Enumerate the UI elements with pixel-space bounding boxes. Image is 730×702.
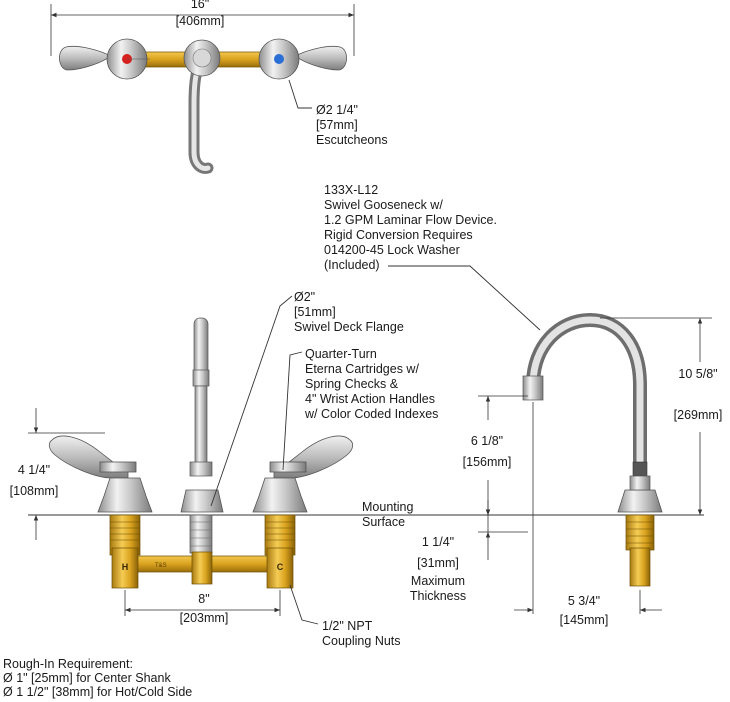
overall-height-mm: [269mm] xyxy=(674,408,723,422)
spout-height-dim: 6 1/8" xyxy=(471,434,503,448)
svg-text:H: H xyxy=(122,562,129,572)
rough-in-title: Rough-In Requirement: xyxy=(3,657,133,671)
rough-in-note: Rough-In Requirement: Ø 1" [25mm] for Ce… xyxy=(3,657,192,699)
center-shank xyxy=(189,514,213,554)
overall-width-label: 16" xyxy=(191,0,209,11)
escutcheon-dim: Ø2 1/4" xyxy=(316,103,358,117)
max-thickness-mm: [31mm] xyxy=(417,556,459,570)
spout-height-mm: [156mm] xyxy=(463,455,512,469)
cartridges-callout-1: Quarter-Turn xyxy=(305,347,377,361)
cold-bonnet xyxy=(252,477,308,513)
gooseneck-callout-2: Swivel Gooseneck w/ xyxy=(324,198,443,212)
svg-text:C: C xyxy=(277,562,284,572)
front-spout-tube xyxy=(193,317,209,379)
handle-height-dim: 4 1/4" xyxy=(18,463,50,477)
max-thickness-label-2: Thickness xyxy=(410,589,466,603)
cold-coupling-nut xyxy=(266,547,294,589)
max-thickness-dim: 1 1/4" xyxy=(422,535,454,549)
cartridges-callout-4: 4" Wrist Action Handles xyxy=(305,392,435,406)
max-thickness-label-1: Maximum xyxy=(411,574,465,588)
side-coupling xyxy=(629,547,651,587)
flange-label: Swivel Deck Flange xyxy=(294,320,404,334)
cartridges-callout-3: Spring Checks & xyxy=(305,377,399,391)
center-spacing-mm: [203mm] xyxy=(180,611,229,625)
gooseneck-callout-5: 014200-45 Lock Washer xyxy=(324,243,460,257)
reach-mm: [145mm] xyxy=(560,613,609,627)
gooseneck-callout-1: 133X-L12 xyxy=(324,183,378,197)
flange-dim: Ø2" xyxy=(294,290,315,304)
rough-in-side: Ø 1 1/2" [38mm] for Hot/Cold Side xyxy=(3,685,193,699)
hot-bonnet xyxy=(97,477,153,513)
top-cold-handle xyxy=(295,45,347,71)
gooseneck-callout-4: Rigid Conversion Requires xyxy=(324,228,473,242)
front-view: 4 1/4" [108mm] T&S H C xyxy=(10,290,704,648)
swivel-deck-flange xyxy=(180,489,224,513)
top-view: 16" [406mm] Ø2 1/4" [57mm] Escutcheons xyxy=(50,0,388,174)
gooseneck-callout-6: (Included) xyxy=(324,258,380,272)
top-hot-handle xyxy=(59,45,111,71)
side-view: 133X-L12 Swivel Gooseneck w/ 1.2 GPM Lam… xyxy=(324,183,722,627)
reach-dim: 5 3/4" xyxy=(568,594,600,608)
nuts-callout-1: 1/2" NPT xyxy=(322,619,373,633)
center-tee xyxy=(191,551,213,585)
cartridges-callout-5: w/ Color Coded Indexes xyxy=(304,407,438,421)
overall-width-mm-label: [406mm] xyxy=(176,14,225,28)
flange-mm: [51mm] xyxy=(294,305,336,319)
cartridges-callout-2: Eterna Cartridges w/ xyxy=(305,362,419,376)
side-shank xyxy=(625,514,655,551)
side-flange xyxy=(617,489,663,513)
escutcheon-label: Escutcheons xyxy=(316,133,388,147)
mounting-label-1: Mounting xyxy=(362,500,413,514)
overall-height-dim: 10 5/8" xyxy=(678,367,717,381)
svg-text:T&S: T&S xyxy=(155,563,167,569)
nuts-callout-2: Coupling Nuts xyxy=(322,634,401,648)
gooseneck-callout-3: 1.2 GPM Laminar Flow Device. xyxy=(324,213,497,227)
aerator xyxy=(522,375,544,401)
center-spacing-dim: 8" xyxy=(198,592,209,606)
handle-height-mm: [108mm] xyxy=(10,484,59,498)
rough-in-center: Ø 1" [25mm] for Center Shank xyxy=(3,671,171,685)
cold-index-icon xyxy=(274,54,284,64)
hot-coupling-nut xyxy=(111,547,139,589)
escutcheon-mm: [57mm] xyxy=(316,118,358,132)
mounting-label-2: Surface xyxy=(362,515,405,529)
